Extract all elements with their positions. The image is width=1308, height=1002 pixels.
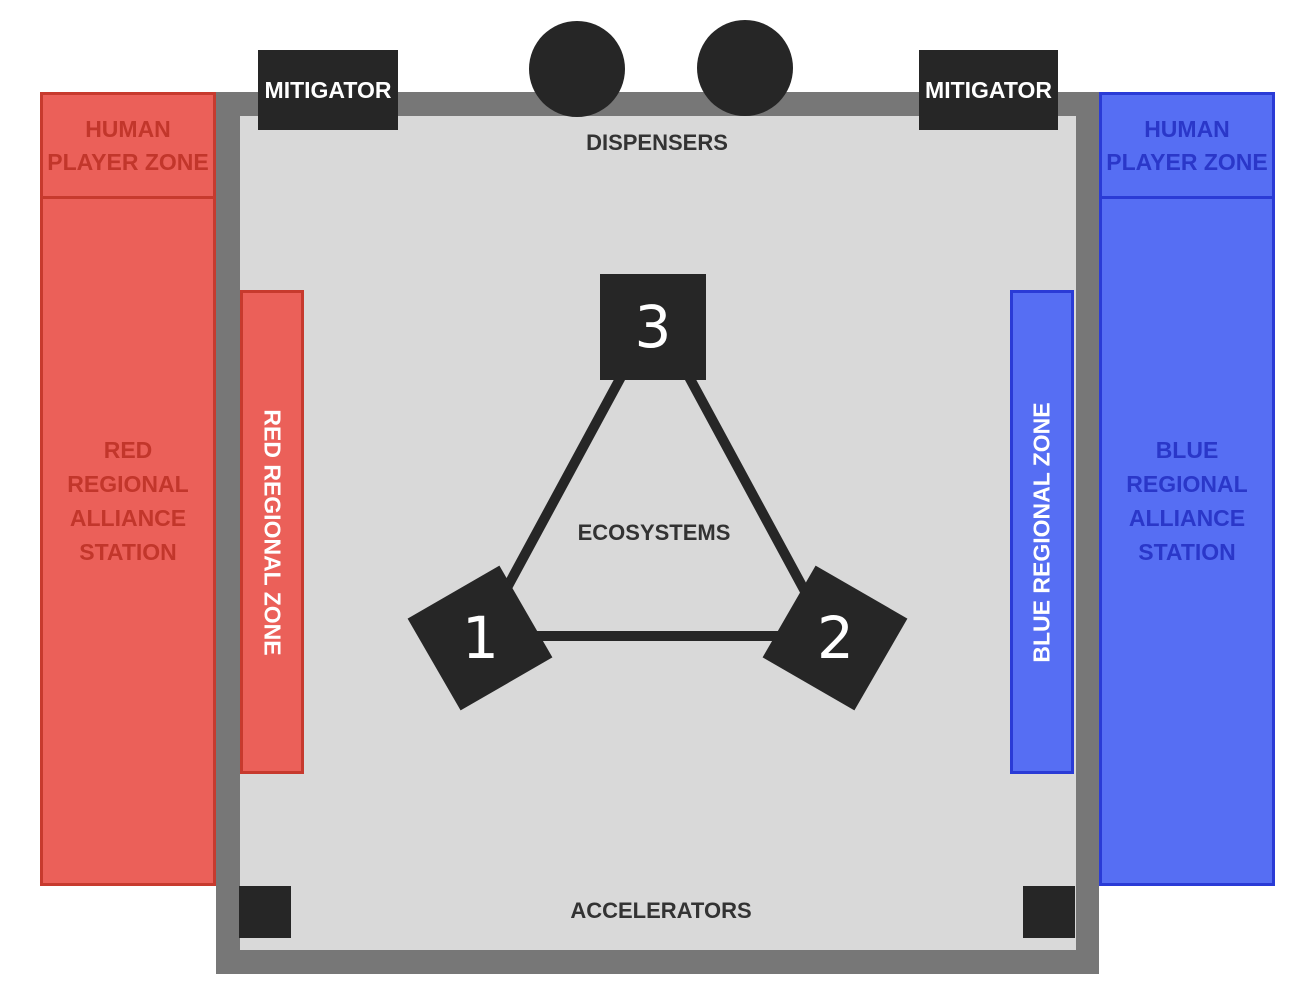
blue-ras-line3: ALLIANCE [1128, 505, 1246, 531]
blue-regional-zone: BLUE REGIONAL ZONE [1010, 290, 1074, 774]
triangle-edge-3-1 [491, 361, 633, 611]
red-alliance-station: HUMAN PLAYER ZONE RED REGIONAL ALLIANCE … [40, 92, 216, 886]
ecosystem-2-number: 2 [816, 604, 854, 672]
red-ras-line2: REGIONAL [67, 471, 189, 497]
red-hpz-line1: HUMAN [85, 115, 171, 142]
ecosystems-label: ECOSYSTEMS [577, 520, 731, 545]
red-regional-zone: RED REGIONAL ZONE [240, 290, 304, 774]
blue-hpz-line1: HUMAN [1144, 115, 1230, 142]
red-ras-line3: ALLIANCE [69, 505, 187, 531]
dispensers-label: DISPENSERS [586, 130, 728, 155]
field-floor [240, 116, 1076, 950]
blue-alliance-station: HUMAN PLAYER ZONE BLUE REGIONAL ALLIANCE… [1099, 92, 1275, 886]
mitigator-right: MITIGATOR [919, 50, 1058, 130]
ecosystem-3-number: 3 [634, 293, 672, 361]
ecosystem-3: 3 [600, 274, 706, 380]
blue-hpz-line2: PLAYER ZONE [1106, 148, 1268, 175]
red-ras-line4: STATION [79, 539, 177, 565]
accelerator-left [239, 886, 291, 938]
blue-alliance-station-label: BLUE REGIONAL ALLIANCE STATION [1102, 433, 1272, 569]
triangle-edge-3-2 [677, 361, 819, 611]
blue-ras-line2: REGIONAL [1126, 471, 1248, 497]
red-ras-line1: RED [103, 437, 153, 463]
blue-ras-line1: BLUE [1155, 437, 1219, 463]
mitigator-left: MITIGATOR [258, 50, 398, 130]
dispenser-left [529, 21, 625, 117]
accelerators-label: ACCELERATORS [570, 898, 752, 923]
ecosystem-1-number: 1 [461, 604, 499, 672]
accelerator-right [1023, 886, 1075, 938]
dispenser-right [697, 20, 793, 116]
blue-human-player-zone: HUMAN PLAYER ZONE [1102, 95, 1272, 199]
red-hpz-line2: PLAYER ZONE [47, 148, 209, 175]
blue-ras-line4: STATION [1138, 539, 1236, 565]
red-human-player-zone: HUMAN PLAYER ZONE [43, 95, 213, 199]
red-alliance-station-label: RED REGIONAL ALLIANCE STATION [43, 433, 213, 569]
